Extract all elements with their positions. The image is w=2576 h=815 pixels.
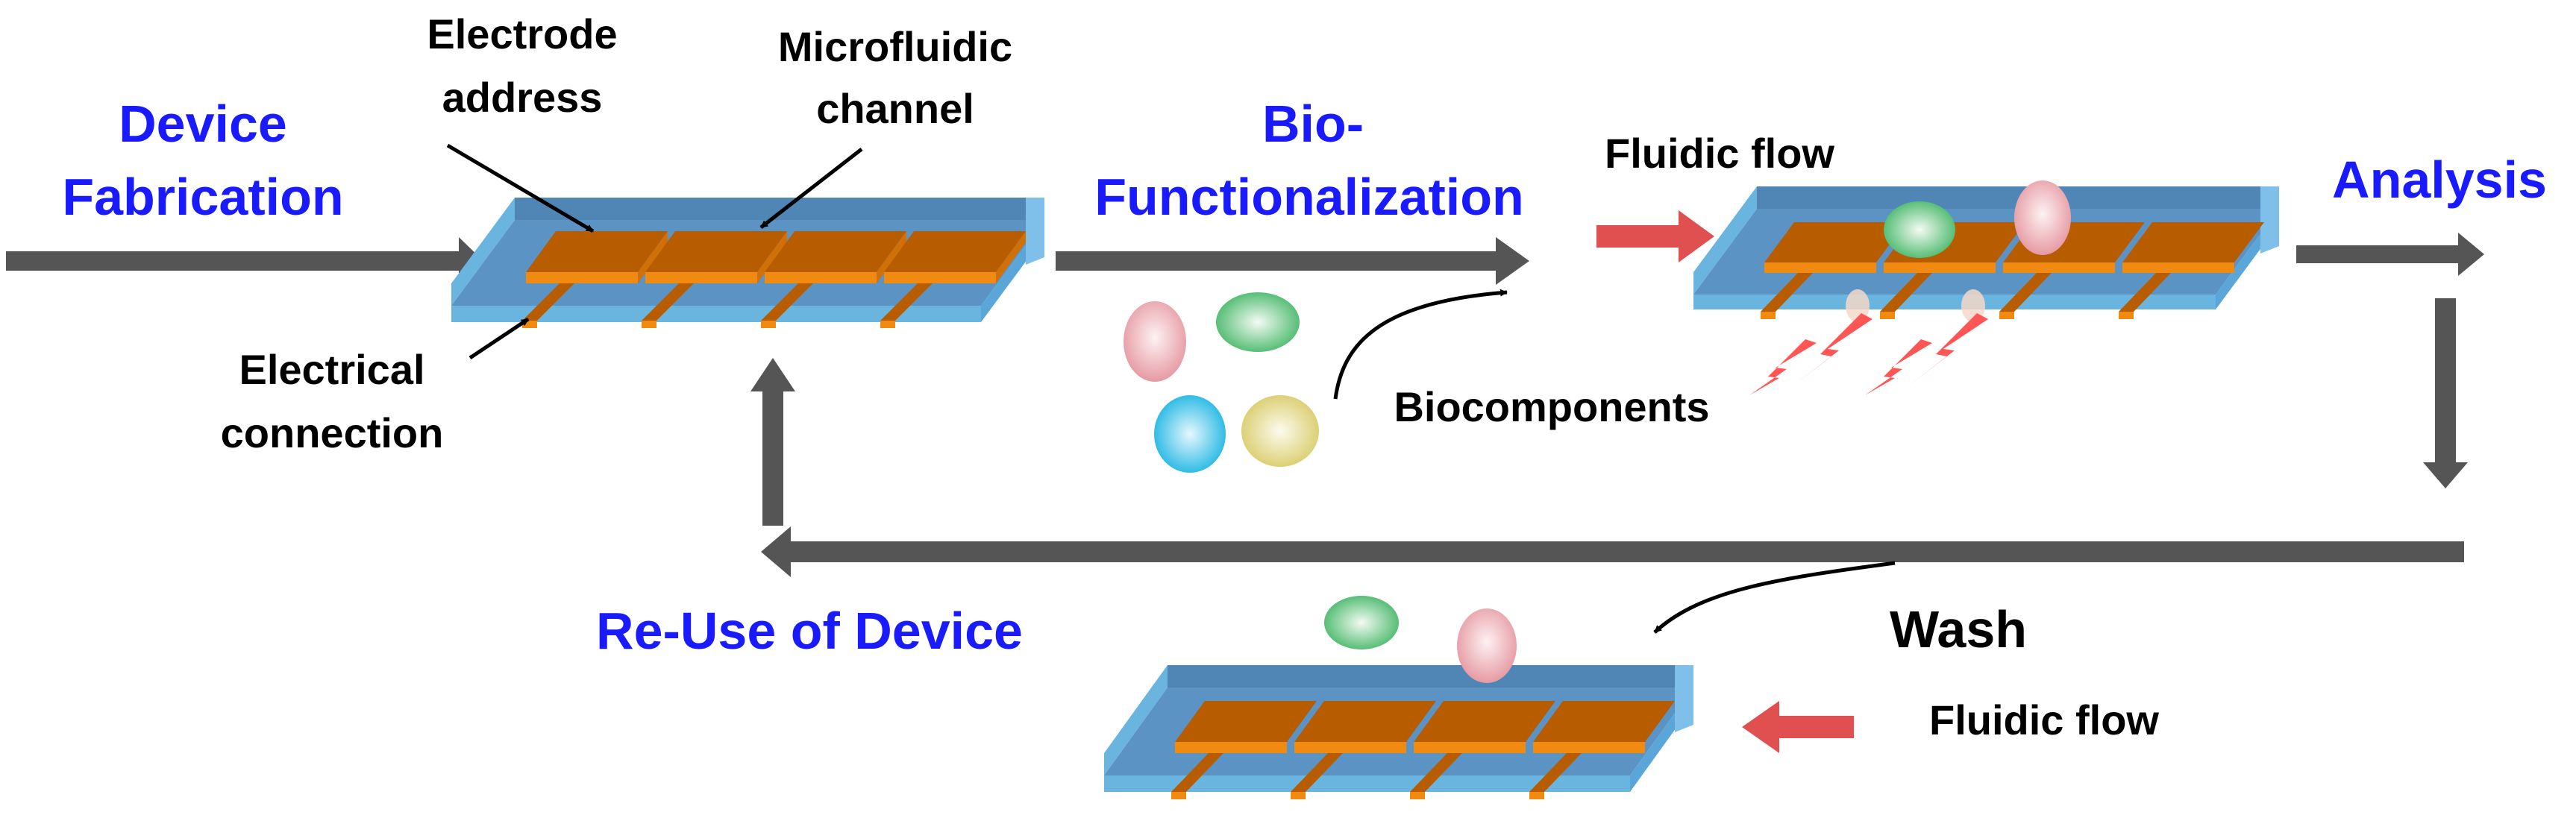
biocomponent-yellow	[1241, 395, 1319, 467]
label-electrode-address-line2: address	[442, 74, 603, 121]
released-green-biocomponent	[1324, 596, 1399, 649]
stage-label-biofunc-line1: Bio-	[1262, 95, 1364, 153]
label-microfluidic-channel-line1: Microfluidic	[778, 23, 1012, 70]
process-arrows	[6, 233, 2484, 577]
bound-pink-biocomponent	[2014, 180, 2071, 255]
pointer-wash	[1653, 561, 1896, 634]
electrode-w4	[1529, 701, 1675, 799]
released-pink-biocomponent	[1457, 608, 1517, 683]
stage-label-biofunc-line2: Functionalization	[1094, 168, 1524, 226]
biocomponents-cluster	[1124, 292, 1319, 473]
flow-arrow-top	[1596, 210, 1714, 262]
label-biocomponents: Biocomponents	[1394, 383, 1709, 430]
label-fluidic-flow-top: Fluidic flow	[1605, 130, 1834, 177]
label-microfluidic-channel-line2: channel	[816, 85, 974, 132]
electrode-a1	[1761, 222, 1906, 319]
electrode-w2	[1291, 701, 1436, 799]
chip-analysis	[1693, 180, 2279, 395]
electrode-w1	[1171, 701, 1317, 799]
label-electrical-connection-line1: Electrical	[239, 346, 424, 393]
electrode-2	[642, 231, 787, 328]
electrode-4	[880, 231, 1026, 328]
electrode-3	[761, 231, 906, 328]
biocomponent-pink	[1124, 301, 1186, 382]
stage-label-fabrication-line2: Fabrication	[62, 168, 343, 226]
label-fluidic-flow-bottom: Fluidic flow	[1929, 696, 2159, 743]
signal-spark-4	[1865, 339, 1932, 395]
biocomponent-green	[1216, 292, 1300, 352]
electrode-w3	[1410, 701, 1555, 799]
arrow-return-line	[761, 526, 2464, 577]
label-electrode-address-line1: Electrode	[427, 10, 617, 57]
stage-label-wash: Wash	[1890, 600, 2027, 658]
stage-label-analysis: Analysis	[2332, 151, 2547, 209]
pointer-biocomponents	[1333, 289, 1508, 400]
pointer-electrical-connection	[468, 317, 530, 360]
arrow-reuse-up	[750, 358, 795, 526]
bound-small-2	[1961, 289, 1985, 322]
electrode-a4	[2119, 222, 2264, 319]
arrow-to-analysis	[2296, 233, 2484, 276]
flow-arrow-bottom	[1742, 701, 1854, 753]
signal-spark-1	[1790, 313, 1873, 388]
chip-wash	[1104, 596, 1693, 799]
chip-device	[451, 198, 1044, 328]
signal-spark-3	[1906, 313, 1988, 388]
signal-spark-2	[1749, 339, 1817, 395]
electrode-1	[522, 231, 668, 328]
pointer-microfluidic-channel	[759, 148, 863, 229]
stage-label-reuse: Re-Use of Device	[596, 602, 1023, 660]
arrow-start-to-device	[6, 237, 483, 285]
bound-green-biocomponent	[1884, 201, 1955, 258]
arrow-device-to-biofunc	[1056, 237, 1529, 285]
arrow-analysis-down	[2423, 298, 2468, 488]
pointer-electrode-address	[446, 143, 595, 233]
label-electrical-connection-line2: connection	[221, 409, 444, 456]
bound-small-1	[1846, 289, 1870, 322]
biocomponent-cyan	[1154, 395, 1226, 473]
pointer-arrows	[446, 143, 1896, 634]
stage-label-fabrication-line1: Device	[119, 95, 287, 153]
